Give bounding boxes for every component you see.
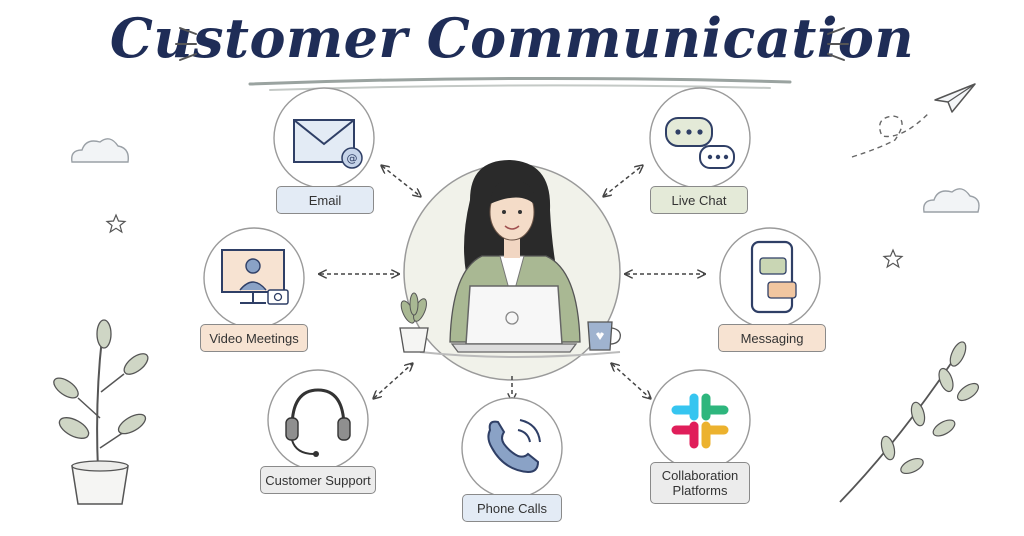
messaging-label: Messaging	[718, 324, 826, 352]
collaboration-label-line2: Platforms	[672, 483, 728, 498]
collaboration-platforms-label: Collaboration Platforms	[650, 462, 750, 504]
video-meetings-label: Video Meetings	[200, 324, 308, 352]
video-call-icon	[221, 249, 289, 305]
phone-calls-label: Phone Calls	[462, 494, 562, 522]
star-icon-left	[105, 213, 127, 234]
laptop-icon	[450, 285, 578, 353]
collab-node-circle	[649, 369, 751, 471]
paper-plane-icon	[851, 83, 976, 158]
email-label: Email	[276, 186, 374, 214]
diagram-title: Customer Communication	[109, 6, 915, 70]
desk-shadow	[419, 351, 621, 358]
phone-node-circle	[461, 397, 563, 499]
slack-logo-icon	[671, 393, 729, 449]
cloud-icon-left	[71, 138, 129, 163]
connector-arrows	[320, 166, 704, 400]
headset-icon	[285, 388, 351, 457]
potted-plant-left	[53, 319, 149, 505]
desk-plant-icon	[399, 292, 429, 353]
live-chat-label: Live Chat	[650, 186, 748, 214]
smartphone-message-icon	[750, 240, 797, 314]
collaboration-label-line1: Collaboration	[661, 468, 739, 483]
svg-text:@: @	[347, 152, 358, 165]
cloud-icon-right	[923, 188, 980, 213]
chat-bubbles-icon	[665, 117, 735, 169]
phone-icon	[487, 419, 541, 474]
mug-icon	[587, 321, 621, 351]
title-underline	[248, 76, 792, 86]
star-icon-right	[882, 248, 904, 269]
title-underline-2	[269, 84, 771, 91]
branch-right	[839, 341, 980, 503]
title-sparkles	[175, 27, 849, 61]
envelope-icon: @	[293, 119, 363, 169]
customer-support-label: Customer Support	[260, 466, 376, 494]
